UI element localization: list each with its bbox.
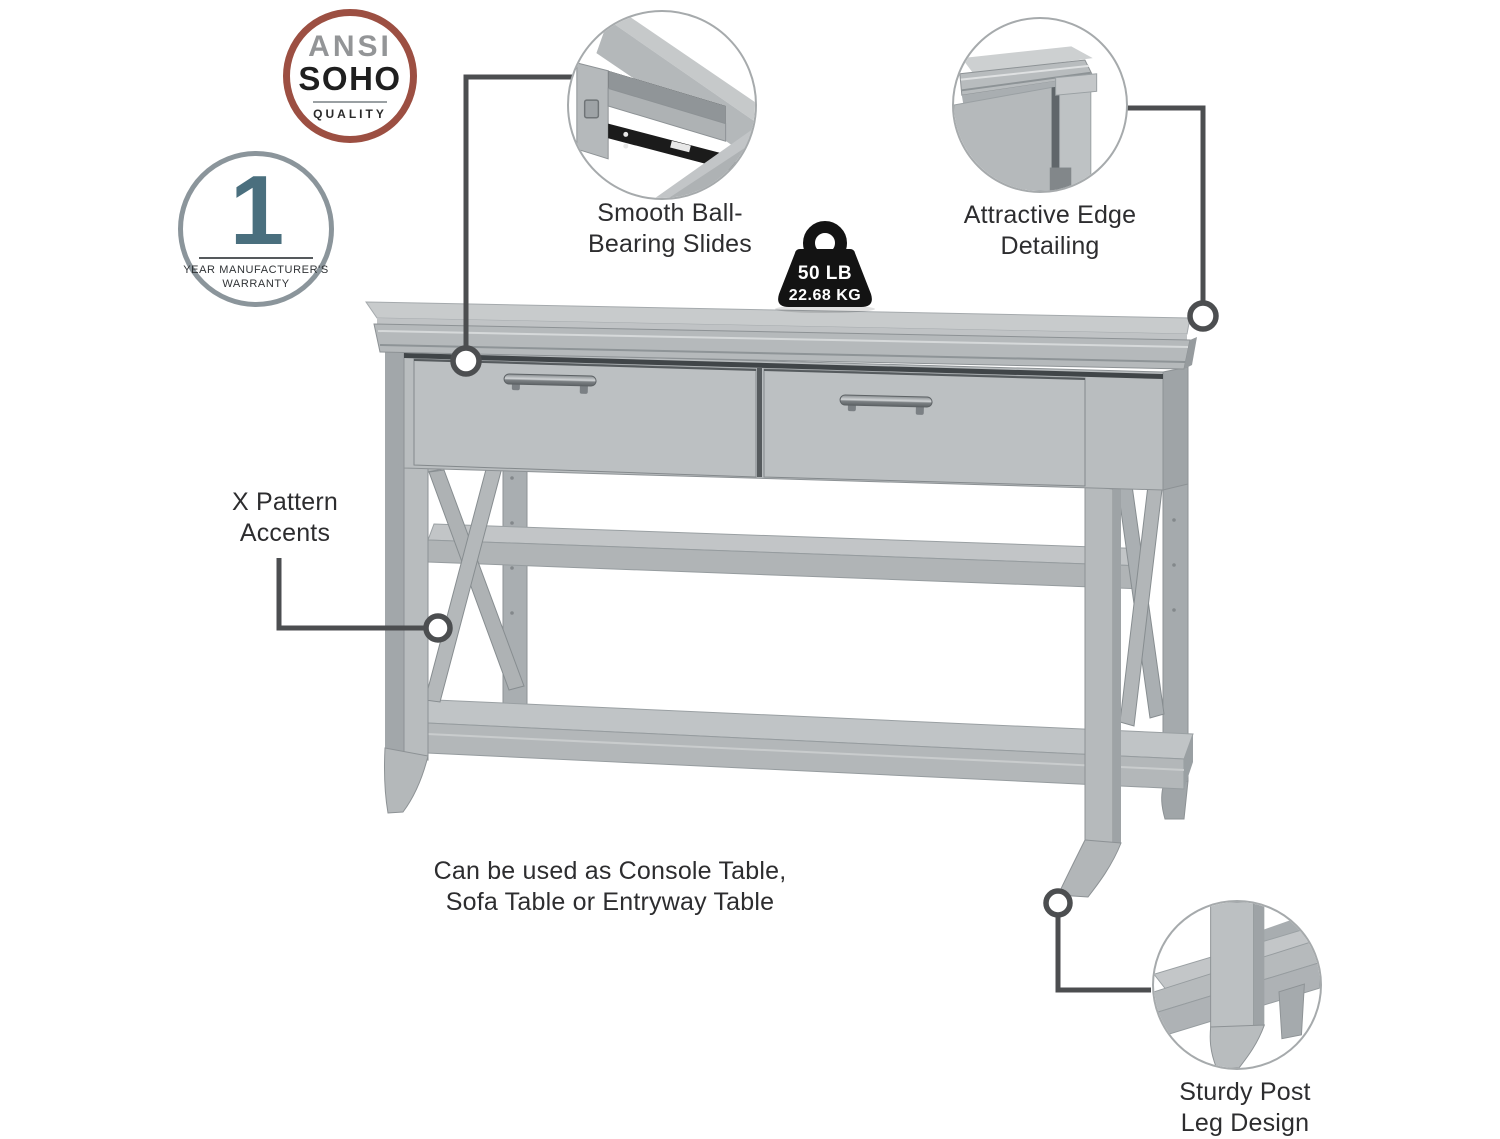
badge-divider [313, 100, 387, 103]
usage-label: Can be used as Console Table, Sofa Table… [380, 856, 840, 918]
drawer-box [385, 346, 1189, 491]
weight-kg-label: 22.68 KG [789, 287, 861, 304]
slide-label-line2: Bearing Slides [587, 230, 752, 258]
middle-shelf [427, 523, 1153, 590]
leg-connector-line [1055, 916, 1151, 993]
edge-label-line1: Attractive Edge [963, 201, 1137, 229]
ansi-label: ANSI [308, 29, 392, 63]
usage-label-line2: Sofa Table or Entryway Table [445, 888, 775, 916]
drawer-slide-detail-art [576, 12, 755, 198]
leg-callout-label: Sturdy Post Leg Design [1115, 1077, 1375, 1139]
leg-detail-photo [1152, 900, 1322, 1070]
right-drawer-handle [839, 394, 933, 415]
soho-label: SOHO [298, 59, 402, 97]
slide-marker-ring [450, 345, 482, 377]
usage-label-line1: Can be used as Console Table, [433, 857, 787, 885]
edge-label-line2: Detailing [1000, 232, 1100, 260]
slide-connector-line [463, 74, 572, 347]
leg-label-line2: Leg Design [1180, 1109, 1310, 1137]
badge-divider [199, 257, 313, 259]
edge-marker-ring [1187, 300, 1219, 332]
ansi-soho-quality-badge: ANSI SOHO QUALITY [283, 9, 417, 143]
weight-lb-label: 50 LB [798, 263, 852, 284]
slide-label-line1: Smooth Ball- [597, 199, 743, 227]
x-pattern-marker-ring [423, 613, 453, 643]
table-top [365, 301, 1197, 370]
warranty-text-line2: WARRANTY [222, 278, 290, 290]
left-drawer-handle [503, 373, 597, 394]
x-pattern-label-line2: Accents [239, 519, 331, 547]
x-pattern-callout-label: X Pattern Accents [175, 487, 395, 549]
slide-callout-label: Smooth Ball- Bearing Slides [540, 198, 800, 260]
right-drawer [763, 368, 1086, 487]
quality-label: QUALITY [313, 106, 387, 121]
warranty-badge: 1 YEAR MANUFACTURER'S WARRANTY [178, 151, 334, 307]
callout-connectors [276, 74, 1219, 993]
leg-marker-ring [1043, 888, 1073, 918]
warranty-text-line1: YEAR MANUFACTURER'S [183, 264, 329, 276]
edge-connector-line [1126, 105, 1206, 302]
warranty-years: 1 [229, 155, 284, 265]
leg-label-line1: Sturdy Post [1179, 1078, 1311, 1106]
edge-detail-photo [952, 17, 1128, 193]
bottom-shelf [405, 698, 1194, 790]
drawer-divider [757, 368, 762, 477]
drawer-slide-photo [567, 10, 757, 200]
leg-detail-art [1154, 902, 1320, 1068]
edge-callout-label: Attractive Edge Detailing [920, 200, 1180, 262]
edge-detail-art [954, 46, 1098, 191]
front-right-leg [1057, 485, 1122, 898]
x-pattern-label-line1: X Pattern [231, 488, 339, 516]
weight-capacity-icon: 50 LB 22.68 KG [775, 221, 875, 313]
x-pattern-connector-line [276, 558, 424, 631]
